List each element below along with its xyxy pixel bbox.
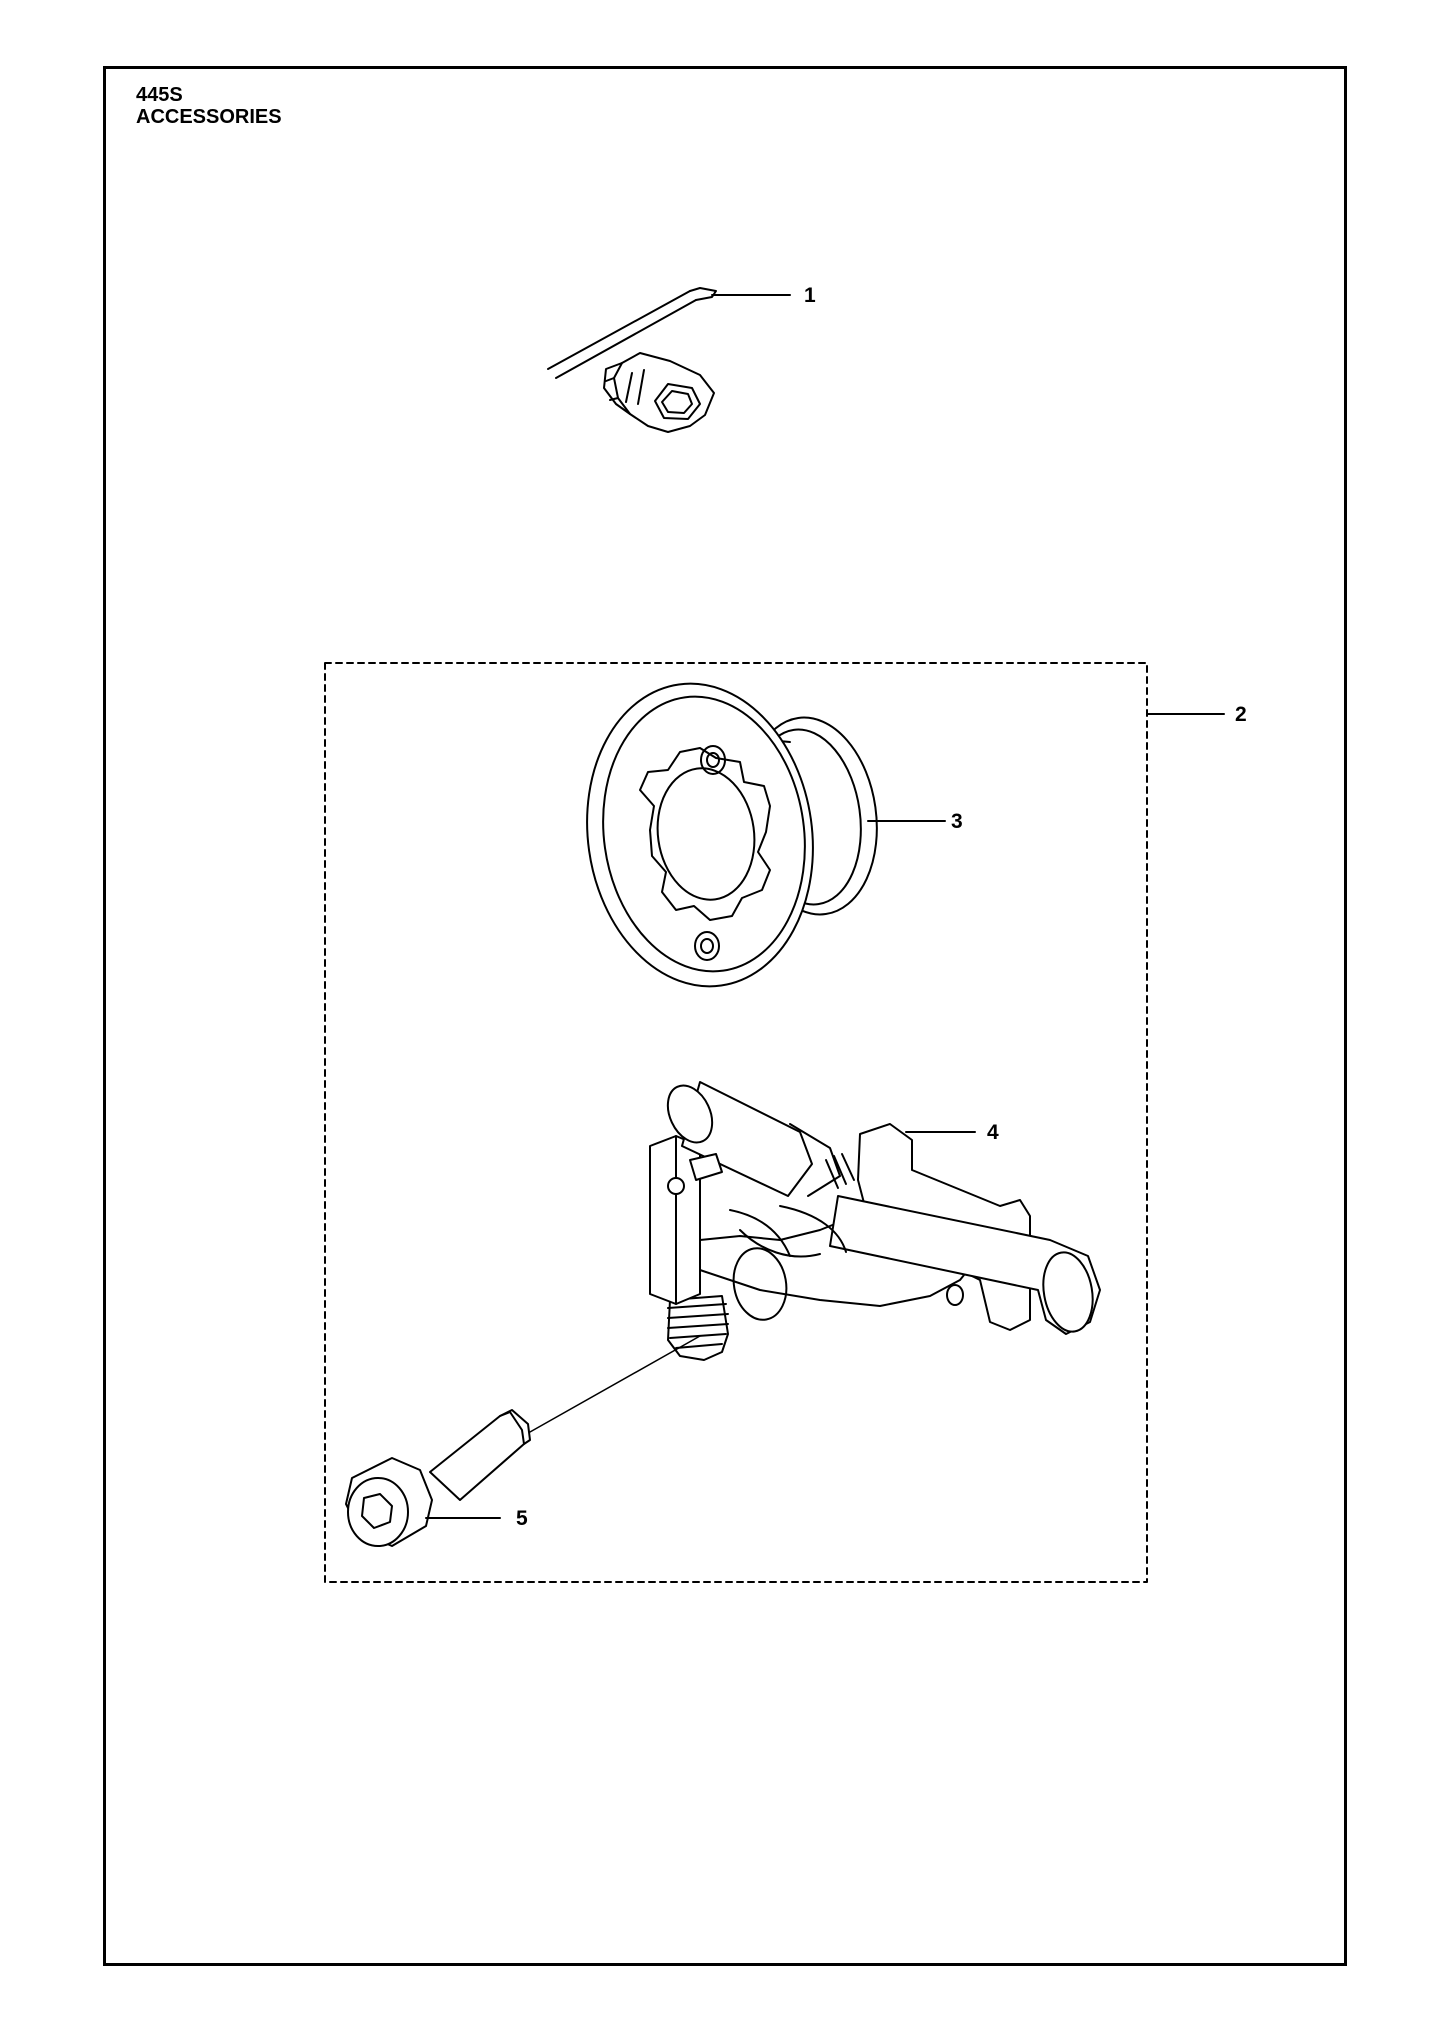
model-number: 445S — [136, 84, 183, 106]
socket-screw-illustration — [345, 1335, 701, 1547]
rim-sprocket-illustration — [586, 682, 878, 988]
page-frame — [103, 66, 1347, 1966]
combination-wrench-illustration — [547, 287, 717, 433]
kit-group-box — [324, 662, 1148, 1583]
callout-4-label: 4 — [987, 1121, 999, 1144]
callout-1-label: 1 — [804, 284, 816, 307]
callout-5-label: 5 — [516, 1507, 528, 1530]
callout-3-label: 3 — [951, 810, 963, 833]
callout-2-label: 2 — [1235, 703, 1247, 726]
page-title: 445S ACCESSORIES — [136, 84, 282, 128]
oil-pump-illustration — [649, 1081, 1101, 1361]
section-title: ACCESSORIES — [136, 106, 282, 128]
